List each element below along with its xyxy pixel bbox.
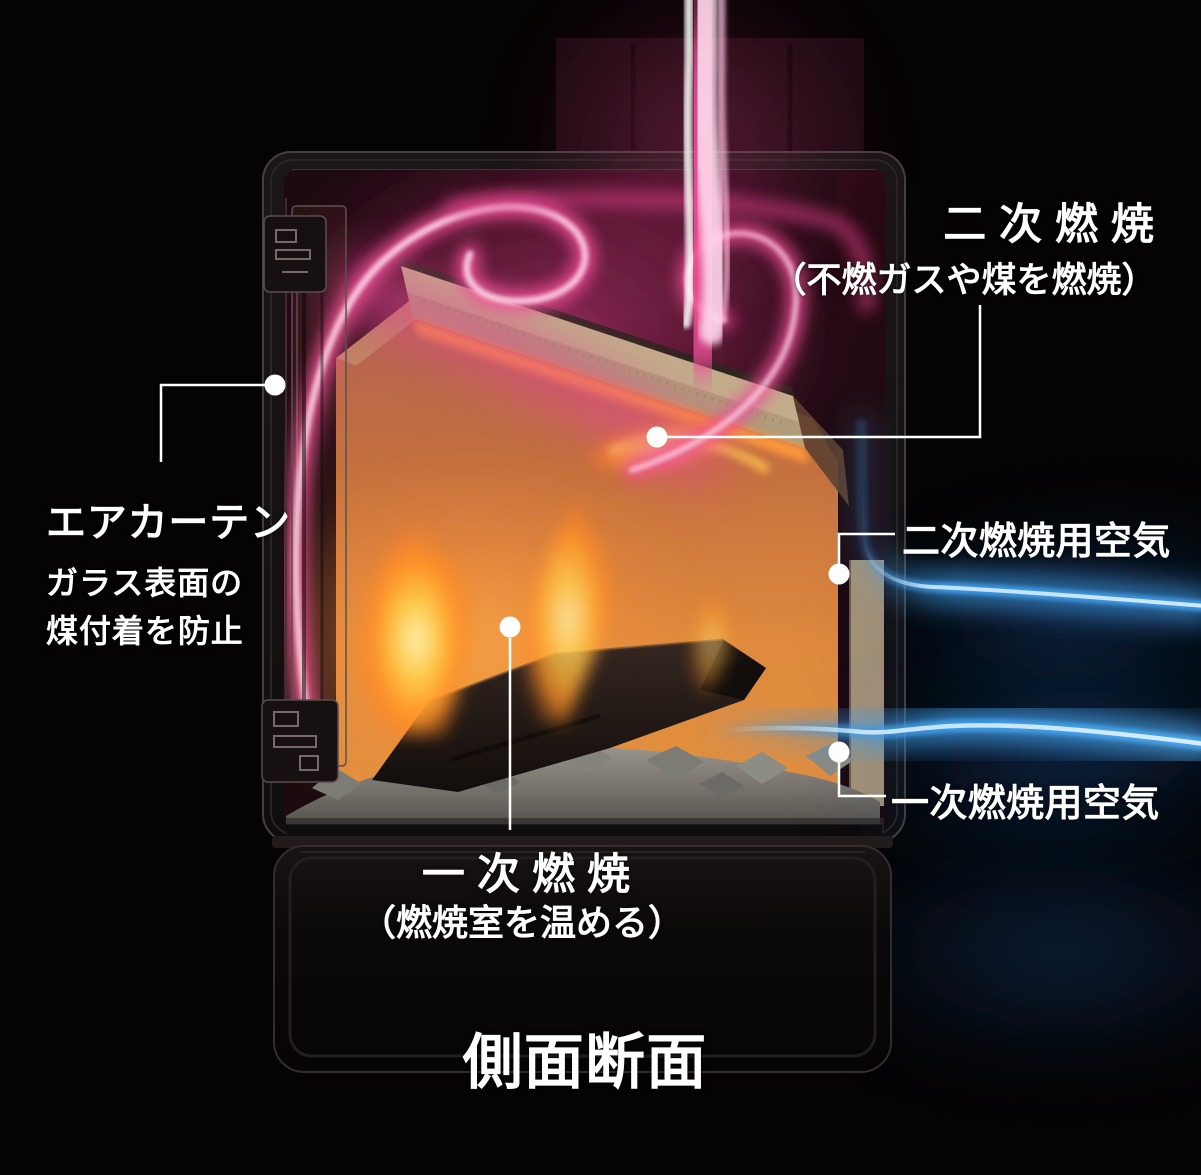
callout-primary-combustion bbox=[499, 616, 521, 830]
blue-glow-secondary bbox=[836, 525, 1201, 705]
air-curtain-dot bbox=[264, 374, 286, 396]
air-curtain-line bbox=[159, 383, 275, 462]
primary-air-label: 一次燃焼用空気 bbox=[891, 783, 1160, 825]
baffle-right-shadow bbox=[793, 396, 849, 506]
base-inner-frame bbox=[288, 856, 877, 1058]
secondary-air-label: 二次燃焼用空気 bbox=[902, 521, 1171, 563]
air-curtain-desc-line1: ガラス表面の bbox=[46, 565, 244, 601]
callout-air-curtain bbox=[159, 374, 286, 462]
door-hinge-top bbox=[263, 215, 327, 293]
secondary-combustion-title: 二次燃焼 bbox=[943, 201, 1167, 249]
callout-connectors bbox=[159, 305, 982, 830]
plume-streak-2 bbox=[718, 0, 731, 324]
primary-combustion-dot bbox=[499, 616, 521, 638]
plume-bright-streak bbox=[691, 0, 729, 345]
base-body bbox=[273, 845, 892, 1073]
plume-white-streak bbox=[681, 0, 695, 329]
diagram-caption: 側面断面 bbox=[462, 1029, 708, 1096]
primary-combustion-subtitle: （燃焼室を温める） bbox=[359, 902, 684, 943]
swirl-band bbox=[334, 260, 724, 486]
callout-secondary-air bbox=[828, 532, 895, 585]
glass-door bbox=[261, 198, 347, 783]
combustion-air-flows bbox=[705, 409, 1201, 1070]
secondary-combustion-line bbox=[657, 305, 982, 439]
baffle-face bbox=[401, 266, 805, 448]
secondary-combustion-dot bbox=[646, 426, 668, 448]
flame-middle bbox=[518, 464, 619, 724]
flame-small bbox=[688, 572, 736, 694]
air-curtain-description: ガラス表面の 煤付着を防止 bbox=[46, 559, 244, 655]
primary-air-line bbox=[837, 756, 886, 798]
stove-base bbox=[272, 836, 893, 1073]
secondary-air-dot bbox=[828, 563, 850, 585]
callout-primary-air bbox=[828, 741, 886, 798]
secondary-air-stream bbox=[846, 409, 1201, 621]
secondary-combustion-subtitle: （不燃ガスや煤を燃焼） bbox=[771, 261, 1157, 300]
primary-combustion-title: 一次燃焼 bbox=[421, 851, 643, 899]
primary-air-stream bbox=[705, 708, 1201, 761]
door-hinge-bottom bbox=[261, 699, 339, 783]
air-curtain-desc-line2: 煤付着を防止 bbox=[46, 613, 244, 649]
flame-left bbox=[354, 496, 479, 736]
secondary-air-line bbox=[837, 532, 895, 570]
primary-air-dot bbox=[828, 741, 850, 763]
blue-glow-lower bbox=[790, 830, 1201, 1070]
callout-secondary-combustion bbox=[646, 305, 982, 448]
firebox-floor-lip bbox=[286, 824, 882, 838]
air-curtain-title: エアカーテン bbox=[46, 501, 291, 545]
exhaust-plume bbox=[540, 0, 860, 377]
